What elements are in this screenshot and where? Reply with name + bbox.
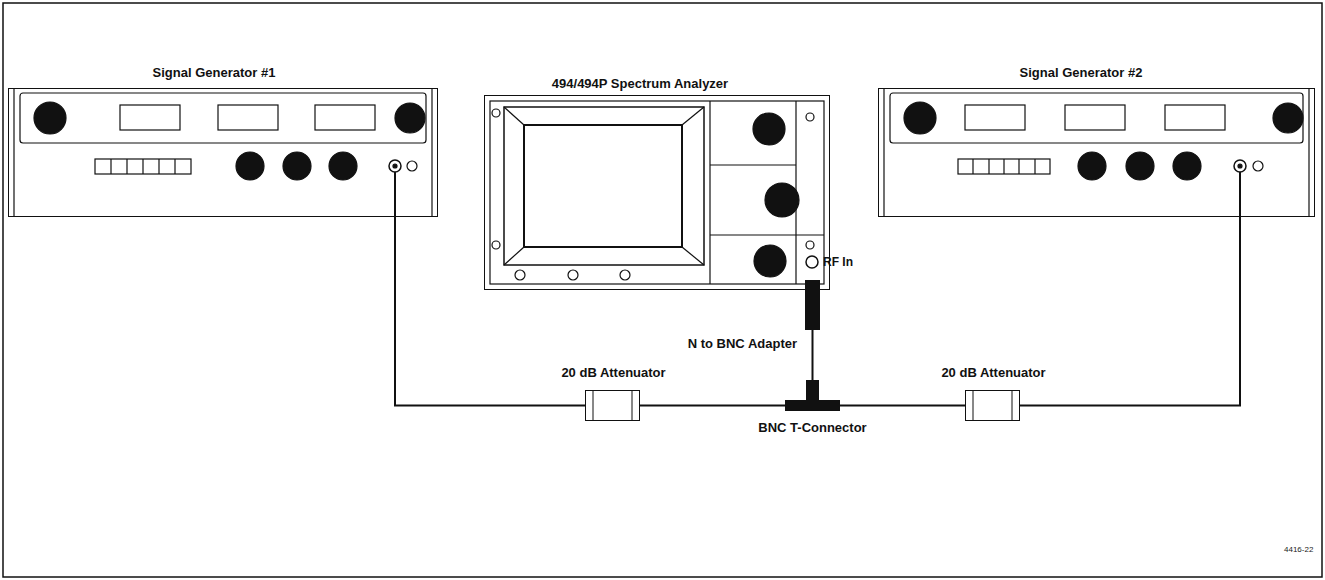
adapter: N to BNC Adapter — [805, 280, 820, 330]
signal-generator-drawing — [14, 88, 432, 217]
part-name: 20 dB Attenuator — [561, 365, 665, 380]
coax-cable — [1020, 217, 1240, 406]
figure-number: 4416-22 — [1284, 545, 1313, 555]
signal-generator: Signal Generator #1 — [8, 88, 438, 217]
figure-frame — [3, 3, 1322, 577]
device-title: Signal Generator #1 — [153, 65, 276, 80]
device-title: Signal Generator #2 — [1020, 65, 1143, 80]
part-name: 20 dB Attenuator — [941, 365, 1045, 380]
attenuator-detail — [593, 390, 1012, 421]
part-name: BNC T-Connector — [758, 420, 866, 435]
spectrum-analyzer: 494/494P Spectrum AnalyzerRF In — [484, 95, 830, 290]
t-connector-drawing — [785, 380, 840, 411]
attenuator: 20 dB Attenuator — [585, 390, 640, 421]
coax-cable — [840, 405, 965, 407]
coax-cable — [812, 330, 814, 380]
device-title: 494/494P Spectrum Analyzer — [552, 76, 728, 91]
attenuator: 20 dB Attenuator — [965, 390, 1020, 421]
coax-cable — [395, 217, 585, 406]
part-name: N to BNC Adapter — [686, 336, 799, 351]
coax-cable — [640, 405, 785, 407]
port-name: RF In — [823, 255, 853, 270]
signal-generator-drawing — [884, 88, 1309, 217]
spectrum-analyzer-drawing — [490, 101, 824, 284]
signal-generator: Signal Generator #2 — [878, 88, 1315, 217]
t-connector: BNC T-Connector — [785, 380, 840, 411]
